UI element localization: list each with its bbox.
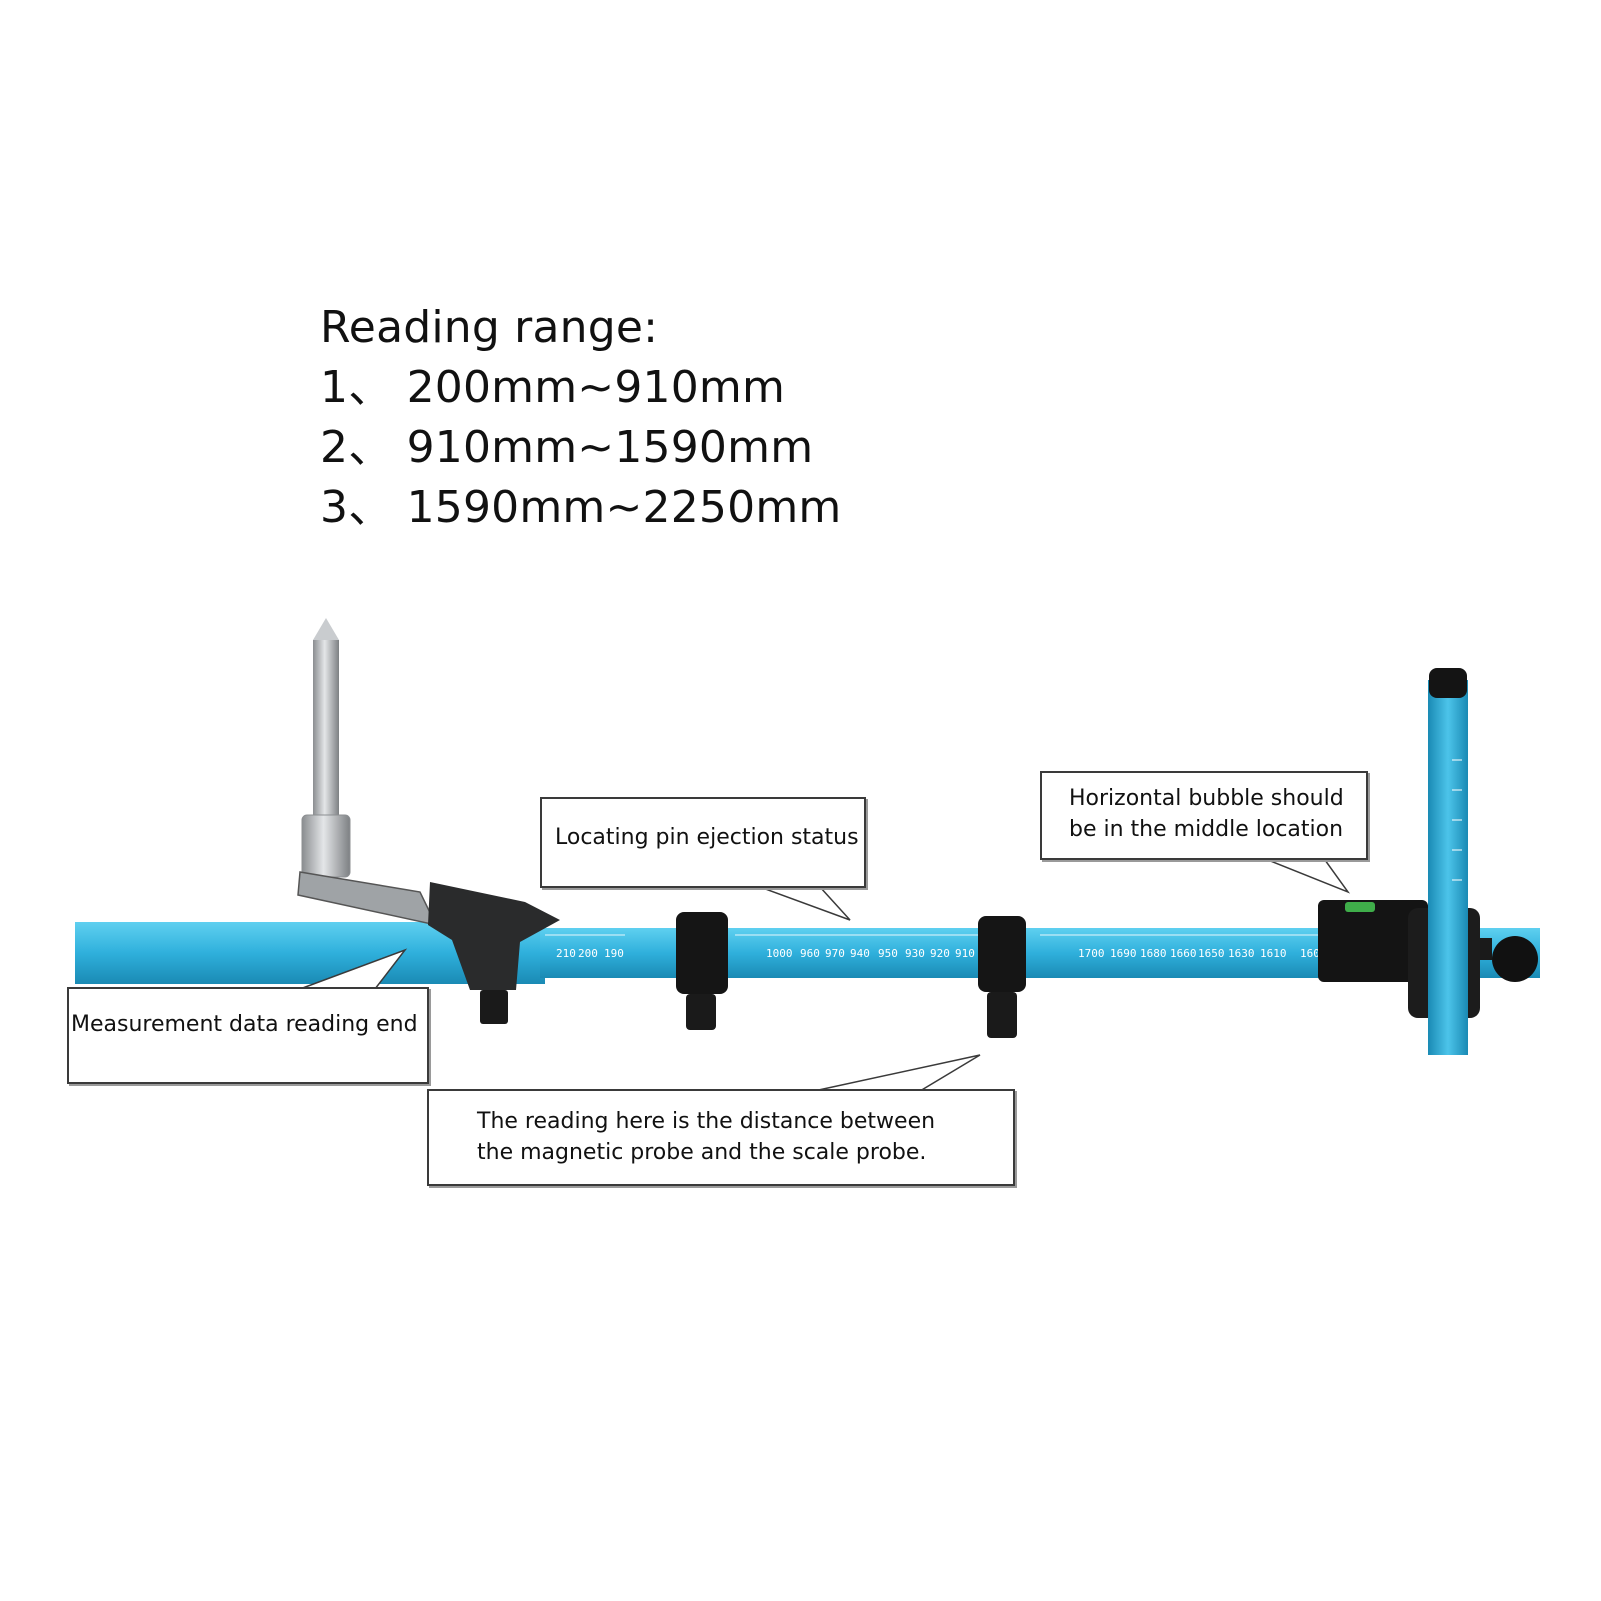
scale-label: 1610 [1260,947,1287,960]
callout-text: The reading here is the distance between [477,1109,936,1134]
clamp [676,912,728,994]
scale-label: 1660 [1170,947,1197,960]
head-block [1318,900,1428,982]
callout-reading-end: Measurement data reading end [67,987,429,1084]
scale-labels: 200 190 210 1000 960 970 940 950 930 920… [556,947,1327,960]
vertical-tube-cap [1429,668,1467,698]
callout-locating-pin: Locating pin ejection status [540,797,866,888]
scale-label: 950 [878,947,898,960]
bubble-level [1345,902,1375,912]
callout-text: the magnetic probe and the scale probe. [477,1140,927,1165]
scale-label: 1690 [1110,947,1137,960]
callout-text: Locating pin ejection status [555,825,859,850]
scale-label: 210 [556,947,576,960]
scale-label: 1700 [1078,947,1105,960]
callout-pointer [813,1054,981,1092]
scale-label: 200 [578,947,598,960]
probe-pin-knurl [301,814,351,878]
scale-label: 940 [850,947,870,960]
scale-label: 1650 [1198,947,1225,960]
scale-label: 1000 [766,947,793,960]
probe-pin-shaft [313,640,339,820]
reading-range-heading: Reading range: 1、 200mm~910mm 2、 910mm~1… [320,298,841,538]
scale-label: 190 [604,947,624,960]
scale-label: 960 [800,947,820,960]
probe-pin-tip [313,618,339,640]
scale-label: 1630 [1228,947,1255,960]
scale-label: 970 [825,947,845,960]
side-knob [1480,938,1492,960]
vertical-tube [1428,680,1468,1055]
callout-pointer [1267,859,1351,894]
callout-text: be in the middle location [1069,817,1344,842]
bracket-screw [480,990,508,1024]
scale-label: 910 [955,947,975,960]
reading-range-item: 3、 1590mm~2250mm [320,482,842,533]
scale-label: 930 [905,947,925,960]
clamp [978,916,1026,992]
bracket [428,882,560,990]
callout-pointer [759,886,851,921]
callout-bubble-level: Horizontal bubble should be in the middl… [1040,771,1368,860]
callout-text: Horizontal bubble should [1069,786,1344,811]
vertical-ticks [1452,759,1462,881]
reading-range-item: 1、 200mm~910mm [320,362,786,413]
reading-range-item: 2、 910mm~1590mm [320,422,814,473]
callout-distance-reading: The reading here is the distance between… [427,1089,1015,1186]
reading-range-title: Reading range: [320,302,659,353]
probe-arm [297,871,438,927]
scale-label: 920 [930,947,950,960]
clamp-screw [686,994,716,1030]
callout-text: Measurement data reading end [71,1012,418,1037]
clamp-screw [987,992,1017,1038]
scale-label: 1680 [1140,947,1167,960]
side-knob-cap [1492,936,1538,982]
